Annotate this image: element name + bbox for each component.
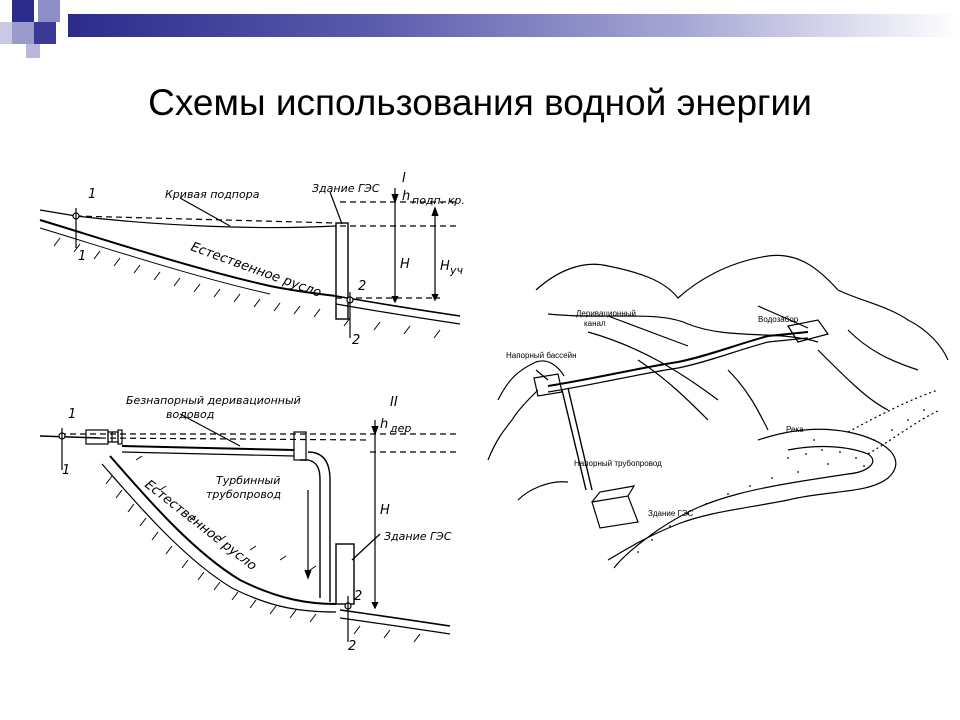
corner-square-dark-1	[12, 0, 34, 22]
diagram-backwater-scheme: 1 1 Кривая подпора Здание ГЭС I h подп. …	[39, 171, 465, 348]
header-gradient-bar	[68, 14, 960, 37]
label-penstock: Напорный трубопровод	[574, 459, 662, 468]
label-h-backwater: h	[402, 189, 410, 204]
label-roman-two: II	[390, 395, 398, 410]
corner-square-mid-2	[12, 22, 34, 44]
label-h-derivation-sub: дер	[389, 422, 411, 435]
label-H-us: H	[440, 259, 450, 274]
label-h-backwater-sub: подп. кр.	[412, 194, 465, 207]
label-section-2-bottom: 2	[352, 333, 360, 348]
corner-square-mid-1	[38, 0, 60, 22]
corner-square-light-2	[26, 44, 40, 58]
label-backwater-curve: Кривая подпора	[165, 188, 260, 201]
label-intake: Водозабор	[758, 315, 799, 324]
label-pressure-basin: Напорный бассейн	[506, 351, 577, 360]
label-section-2-top: 2	[354, 589, 362, 604]
label-H-us-sub: уч	[449, 264, 464, 277]
label-section-2-bottom: 2	[348, 639, 356, 654]
label-roman-one: I	[402, 171, 406, 186]
label-section-1-top: 1	[88, 187, 96, 202]
label-plant-building-bottom: Здание ГЭС	[384, 530, 452, 543]
label-derivation-line2: водовод	[166, 408, 214, 421]
label-section-1-bottom: 1	[78, 249, 86, 264]
label-derivation-line1: Безнапорный деривационный	[126, 394, 301, 407]
label-river: Река	[786, 425, 804, 434]
label-turbine-line1: Турбинный	[216, 474, 280, 487]
slide-title: Схемы использования водной энергии	[148, 82, 812, 123]
label-section-1-top: 1	[68, 407, 76, 422]
label-plant-building-right: Здание ГЭС	[648, 509, 694, 518]
corner-square-dark-2	[34, 22, 56, 44]
label-plant-building-top: Здание ГЭС	[312, 182, 380, 195]
corner-square-light-1	[0, 22, 12, 44]
label-H-top: H	[400, 257, 410, 272]
label-h-derivation: h	[380, 417, 388, 432]
label-section-1-bottom: 1	[62, 463, 70, 478]
diagram-derivation-scheme: 1 1 Безнапорный деривационный водовод Ту…	[39, 394, 460, 654]
label-derivation-canal-2: канал	[584, 319, 606, 328]
label-derivation-canal-1: Деривационный	[576, 309, 636, 318]
diagram-derivation-perspective: Деривационный канал Водозабор Напорный б…	[487, 254, 949, 569]
label-H-bottom: H	[380, 503, 390, 518]
label-section-2-top: 2	[358, 279, 366, 294]
label-turbine-line2: трубопровод	[206, 488, 281, 501]
